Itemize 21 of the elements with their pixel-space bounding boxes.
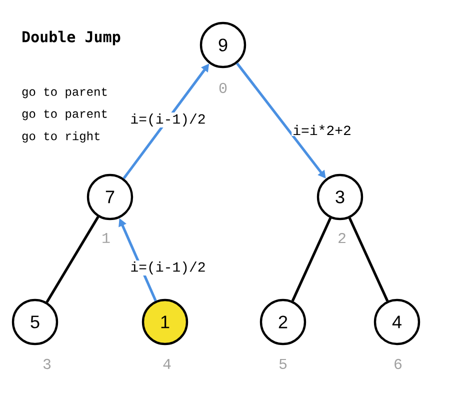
tree-node: 4 [374, 298, 420, 346]
edge-label: i=(i-1)/2 [129, 260, 207, 276]
index-label: 4 [163, 359, 171, 369]
index-label: 3 [43, 358, 51, 370]
index-label: 1 [102, 233, 110, 243]
edge-label: i=i*2+2 [292, 124, 352, 136]
index-label: 5 [279, 358, 287, 369]
edge-label: i=(i-1)/2 [129, 112, 207, 128]
tree-node: 7 [86, 174, 134, 220]
index-label: 6 [394, 358, 402, 370]
index-label: 2 [338, 232, 346, 243]
tree-node: 1 [142, 298, 188, 346]
title: Double Jump [22, 30, 120, 46]
tree-node: 3 [316, 174, 364, 220]
note: go to right [22, 131, 100, 143]
note: go to parent [22, 88, 107, 98]
tree-node: 9 [200, 22, 246, 68]
tree-node: 5 [12, 298, 58, 346]
tree-node: 2 [260, 298, 306, 346]
index-label: 0 [219, 82, 227, 94]
note: go to parent [22, 110, 107, 120]
